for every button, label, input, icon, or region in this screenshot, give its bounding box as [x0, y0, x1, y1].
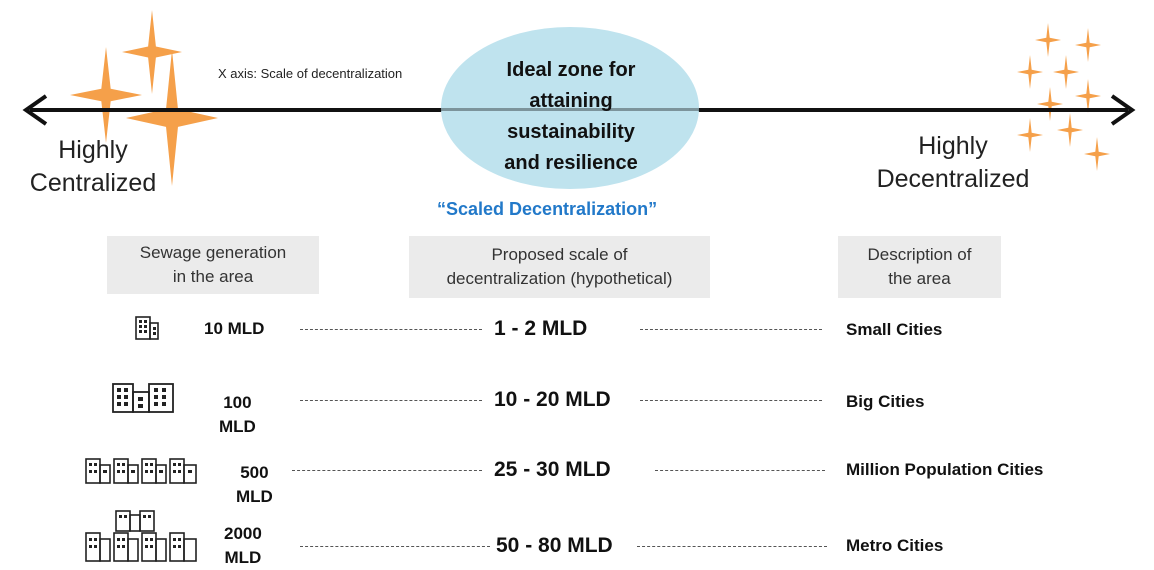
header-description: Description of the area: [838, 236, 1001, 298]
ideal-zone-line: attaining: [529, 90, 613, 112]
ideal-zone-line: Ideal zone for: [506, 59, 636, 81]
row-generation: 100 MLD: [219, 391, 256, 439]
generation-line: 2000: [224, 524, 262, 543]
ideal-zone-ellipse: [441, 27, 699, 189]
dashed-connector: [292, 470, 482, 471]
highly-decentralized-label: Highly Decentralized: [868, 130, 1038, 196]
header-line: Sewage generation: [139, 243, 287, 262]
row-scale: 25 - 30 MLD: [494, 458, 611, 481]
dashed-connector: [637, 546, 827, 547]
header-line: Description of: [867, 245, 972, 264]
label-line: Highly: [58, 136, 128, 164]
header-line: the area: [888, 269, 951, 288]
row-description: Big Cities: [846, 392, 925, 411]
row-description: Small Cities: [846, 320, 943, 339]
header-line: in the area: [172, 267, 254, 286]
label-line: Highly: [918, 132, 988, 160]
generation-line: MLD: [224, 548, 262, 567]
ideal-zone-text: Ideal zone for attaining sustainability …: [455, 55, 687, 179]
row-description: Metro Cities: [846, 536, 944, 555]
dashed-connector: [640, 329, 822, 330]
generation-line: 100: [223, 393, 252, 412]
row-scale: 10 - 20 MLD: [494, 388, 611, 411]
row-description: Million Population Cities: [846, 460, 1044, 479]
row-scale: 50 - 80 MLD: [496, 534, 613, 557]
label-line: Decentralized: [876, 165, 1030, 193]
dashed-connector: [655, 470, 825, 471]
row-generation: 500 MLD: [236, 461, 273, 509]
buildings-icon: [85, 510, 197, 562]
axis-caption: X axis: Scale of decentralization: [218, 66, 403, 81]
scaled-decentralization-title: “Scaled Decentralization”: [437, 199, 658, 219]
label-line: Centralized: [29, 169, 157, 197]
right-arrowhead: [1110, 94, 1136, 126]
ideal-zone-line: and resilience: [504, 152, 638, 174]
ideal-zone-line: sustainability: [507, 121, 635, 143]
generation-line: 500: [240, 463, 269, 482]
header-line: Proposed scale of: [491, 245, 628, 264]
generation-line: MLD: [219, 417, 256, 436]
generation-line: MLD: [236, 487, 273, 506]
buildings-icon: [85, 458, 197, 484]
row-scale: 1 - 2 MLD: [494, 317, 588, 340]
axis-line-overlay: [441, 108, 699, 111]
dashed-connector: [300, 546, 490, 547]
row-generation: 2000 MLD: [224, 522, 262, 570]
header-line: decentralization (hypothetical): [446, 269, 673, 288]
dashed-connector: [300, 400, 482, 401]
row-generation: 10 MLD: [204, 317, 264, 341]
buildings-icon: [112, 383, 174, 413]
header-proposed-scale: Proposed scale of decentralization (hypo…: [409, 236, 710, 298]
highly-centralized-label: Highly Centralized: [28, 134, 158, 200]
dashed-connector: [300, 329, 482, 330]
generation-line: 10 MLD: [204, 319, 265, 338]
header-sewage-generation: Sewage generation in the area: [107, 236, 319, 294]
dashed-connector: [640, 400, 822, 401]
building-icon: [135, 316, 159, 340]
left-arrowhead: [22, 94, 48, 126]
